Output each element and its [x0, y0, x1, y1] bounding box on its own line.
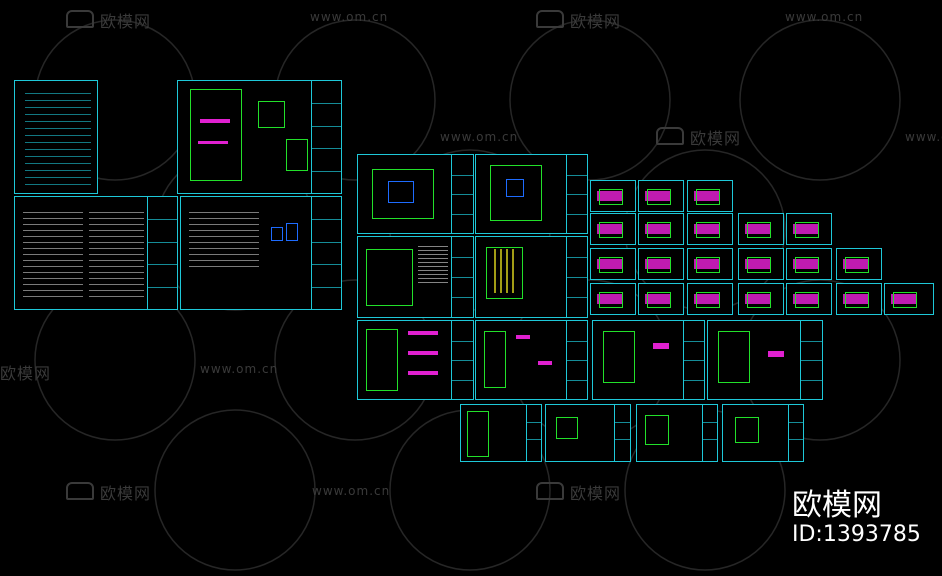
detail-sheet-small[interactable]	[590, 213, 636, 245]
detail-sheet-small[interactable]	[738, 248, 784, 280]
detail-sheet-small[interactable]	[738, 213, 784, 245]
detail-sheet-bottom-3[interactable]	[636, 404, 718, 462]
floor-plan-sheet-1[interactable]	[357, 154, 474, 234]
roof-plan-sheet-2[interactable]	[707, 320, 823, 400]
section-detail-sheet[interactable]	[475, 320, 588, 400]
detail-sheet-small[interactable]	[687, 248, 733, 280]
stair-detail-sheet[interactable]	[357, 320, 474, 400]
watermark-url: www.om.cn	[440, 130, 519, 144]
watermark-logo-icon	[66, 10, 94, 28]
detail-sheet-small[interactable]	[638, 248, 684, 280]
watermark-logo-icon	[656, 127, 684, 145]
watermark-brand: 欧模网	[100, 12, 152, 31]
detail-sheet-small[interactable]	[884, 283, 934, 315]
detail-sheet-small[interactable]	[687, 283, 733, 315]
detail-sheet-small[interactable]	[738, 283, 784, 315]
detail-sheet-small[interactable]	[786, 213, 832, 245]
corner-id: ID:1393785	[792, 522, 921, 547]
watermark-logo-icon	[66, 482, 94, 500]
detail-sheet-small[interactable]	[638, 213, 684, 245]
watermark-url: www.om.cn	[200, 362, 279, 376]
detail-sheet-small[interactable]	[590, 248, 636, 280]
watermark-brand: 欧模网	[0, 364, 52, 383]
floor-plan-sheet-2[interactable]	[475, 154, 588, 234]
corner-brand: 欧模网	[792, 488, 882, 523]
detail-sheet-small[interactable]	[836, 248, 882, 280]
detail-sheet-small[interactable]	[836, 283, 882, 315]
detail-sheet-small[interactable]	[638, 283, 684, 315]
watermark-url: www.om.cn	[310, 10, 389, 24]
detail-sheet-small[interactable]	[786, 248, 832, 280]
roof-plan-sheet-1[interactable]	[592, 320, 705, 400]
watermark-brand: 欧模网	[570, 12, 622, 31]
watermark-brand: 欧模网	[100, 484, 152, 503]
detail-sheet-bottom-1[interactable]	[460, 404, 542, 462]
framing-plan-sheet-1[interactable]	[357, 236, 474, 318]
watermark-url: www.om.cn	[905, 130, 942, 144]
foundation-plan-sheet[interactable]	[177, 80, 342, 194]
watermark-brand: 欧模网	[690, 129, 742, 148]
watermark-logo-icon	[536, 10, 564, 28]
detail-sheet-bottom-2[interactable]	[545, 404, 631, 462]
detail-sheet-small[interactable]	[590, 180, 636, 212]
watermark-url: www.om.cn	[785, 10, 864, 24]
general-notes-sheet-2[interactable]	[180, 196, 342, 310]
detail-sheet-small[interactable]	[638, 180, 684, 212]
framing-plan-sheet-2[interactable]	[475, 236, 588, 318]
watermark-brand: 欧模网	[570, 484, 622, 503]
drawing-index-sheet[interactable]	[14, 80, 98, 194]
detail-sheet-small[interactable]	[590, 283, 636, 315]
watermark-logo-icon	[536, 482, 564, 500]
detail-sheet-small[interactable]	[687, 180, 733, 212]
detail-sheet-small[interactable]	[786, 283, 832, 315]
detail-sheet-small[interactable]	[687, 213, 733, 245]
watermark-url: www.om.cn	[312, 484, 391, 498]
general-notes-sheet-1[interactable]	[14, 196, 178, 310]
detail-sheet-bottom-4[interactable]	[722, 404, 804, 462]
